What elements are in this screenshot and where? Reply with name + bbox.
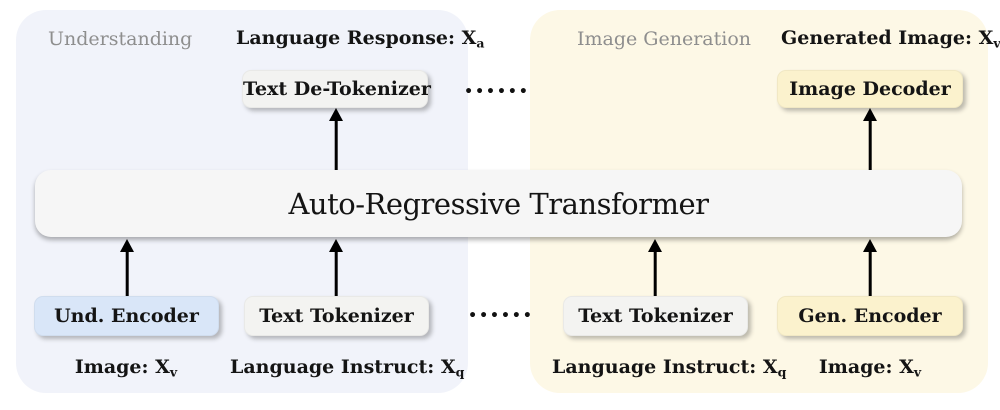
image-decoder-box: Image Decoder: [777, 70, 963, 108]
arrow-shaft: [868, 116, 872, 170]
generated-image-label: Generated Image: Xv: [781, 27, 1000, 51]
auto-regressive-transformer-box: Auto-Regressive Transformer: [35, 170, 962, 237]
arrow-head: [329, 108, 343, 121]
arrow-head: [863, 108, 877, 121]
subscript: q: [455, 364, 465, 380]
gen-encoder-box: Gen. Encoder: [777, 296, 963, 336]
subscript: q: [777, 364, 787, 380]
up-arrow-from-text-tokenizer-left: [328, 239, 344, 296]
arrow-head: [863, 239, 877, 252]
subscript: v: [993, 35, 1000, 51]
subscript: a: [476, 35, 485, 51]
up-arrow-from-gen-encoder: [862, 239, 878, 296]
language-response-text: Language Response: X: [236, 27, 477, 49]
image-input-text: Image: X: [74, 356, 170, 378]
arrow-head: [648, 239, 662, 252]
arrow-shaft: [653, 247, 657, 296]
up-arrow-from-text-tokenizer-right: [647, 239, 663, 296]
subscript: v: [169, 364, 178, 380]
arrow-shaft: [868, 247, 872, 296]
text-tokenizer-box-right: Text Tokenizer: [563, 296, 748, 336]
up-arrow-to-detokenizer: [328, 108, 344, 170]
arrow-head: [120, 239, 134, 252]
image-input-text: Image: X: [818, 356, 914, 378]
image-input-label-right: Image: Xv: [780, 356, 960, 380]
arrow-head: [329, 239, 343, 252]
ellipsis-separator-bottom: ••••••: [468, 308, 534, 324]
language-instruct-label-right: Language Instruct: Xq: [552, 356, 786, 380]
text-de-tokenizer-box: Text De-Tokenizer: [242, 70, 431, 108]
arrow-shaft: [334, 247, 338, 296]
ellipsis-separator-top: ••••••: [464, 84, 530, 100]
und-encoder-box: Und. Encoder: [34, 296, 219, 336]
language-instruct-text: Language Instruct: X: [230, 356, 456, 378]
image-generation-panel-title: Image Generation: [577, 28, 751, 50]
arrow-shaft: [334, 116, 338, 170]
language-instruct-label-left: Language Instruct: Xq: [230, 356, 464, 380]
generated-image-text: Generated Image: X: [781, 27, 994, 49]
language-response-label: Language Response: Xa: [236, 27, 485, 51]
arrow-shaft: [125, 247, 129, 296]
subscript: v: [913, 364, 922, 380]
understanding-panel-title: Understanding: [48, 28, 193, 50]
up-arrow-from-und-encoder: [119, 239, 135, 296]
up-arrow-to-image-decoder: [862, 108, 878, 170]
text-tokenizer-box-left: Text Tokenizer: [244, 296, 429, 336]
image-input-label-left: Image: Xv: [36, 356, 216, 380]
language-instruct-text: Language Instruct: X: [552, 356, 778, 378]
